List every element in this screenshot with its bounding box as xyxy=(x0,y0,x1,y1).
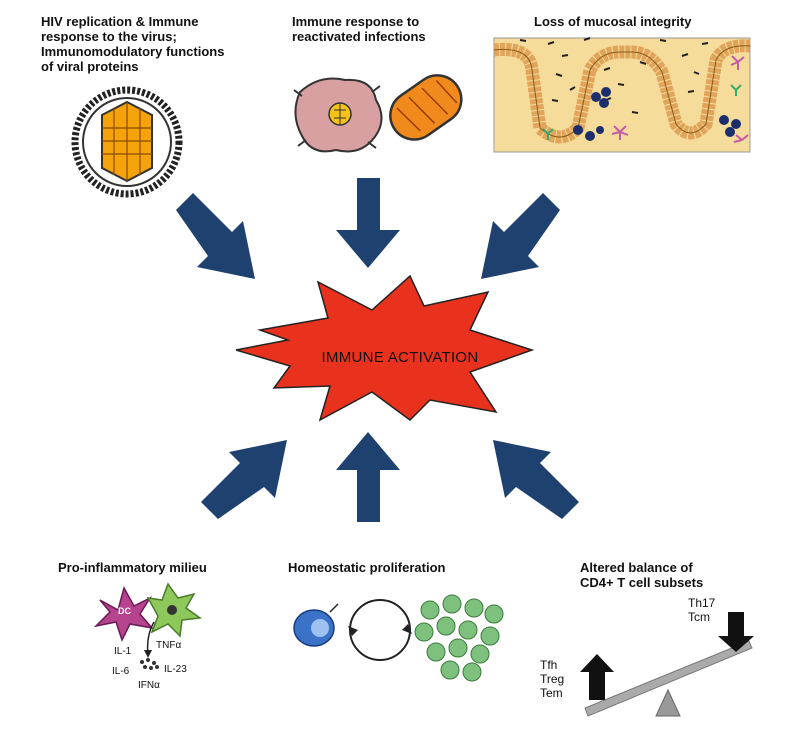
immune-activation-label: IMMUNE ACTIVATION xyxy=(321,349,479,366)
arrow-bottom-right xyxy=(493,440,579,519)
bacterium-icon xyxy=(389,74,463,141)
hiv-label-line2: response to the virus; xyxy=(41,29,177,44)
immune-activation-star xyxy=(235,274,535,422)
arrow-down-icon xyxy=(718,612,754,652)
subset-tem: Tem xyxy=(540,686,563,700)
mucosa-illustration xyxy=(493,37,751,153)
t-cell-icon xyxy=(293,603,339,647)
up-subsets-label: Tfh Treg Tem xyxy=(540,658,564,700)
dendritic-cell-label: DC xyxy=(118,606,131,616)
infected-cell-icon xyxy=(293,77,383,153)
cytokine-tnf: TNFα xyxy=(156,640,182,651)
arrow-bottom-center xyxy=(336,432,400,522)
reactivated-infections-label: Immune response to reactivated infection… xyxy=(292,14,426,44)
subset-th17: Th17 xyxy=(688,596,716,610)
cytokine-il6: IL-6 xyxy=(112,666,130,677)
cytokine-cluster-icon xyxy=(140,658,159,670)
homeostatic-proliferation-label: Homeostatic proliferation xyxy=(288,560,446,575)
hiv-label-line1: HIV replication & Immune xyxy=(41,14,199,29)
balance-label-line2: CD4+ T cell subsets xyxy=(580,575,704,590)
arrow-top-center xyxy=(336,178,400,268)
arrow-top-left-shape xyxy=(176,193,255,279)
subset-treg: Treg xyxy=(540,672,565,686)
mucosal-integrity-label: Loss of mucosal integrity xyxy=(534,14,692,29)
hiv-label: HIV replication & Immune response to the… xyxy=(41,14,224,74)
reactivated-label-line2: reactivated infections xyxy=(292,29,426,44)
arrow-up-icon xyxy=(580,654,614,700)
cytokine-il1: IL-1 xyxy=(114,646,132,657)
macrophage-icon xyxy=(146,582,203,638)
seesaw-icon xyxy=(584,640,753,717)
pro-inflammatory-label: Pro-inflammatory milieu xyxy=(58,560,207,575)
arrow-bottom-left xyxy=(201,440,287,519)
arrow-top-right xyxy=(481,193,560,279)
hiv-label-line4: of viral proteins xyxy=(41,59,139,74)
hiv-label-line3: Immunomodulatory functions xyxy=(41,44,225,59)
subset-tcm: Tcm xyxy=(688,610,710,624)
bottom-arrows xyxy=(201,432,579,522)
cd4-balance-label: Altered balance of CD4+ T cell subsets xyxy=(580,560,703,590)
cytokine-il23: IL-23 xyxy=(164,664,187,675)
proliferated-cells-icon xyxy=(414,594,504,682)
down-subsets-label: Th17 Tcm xyxy=(688,596,715,624)
dendritic-cell-icon xyxy=(93,586,154,642)
cytokine-ifn: IFNα xyxy=(138,680,160,691)
hiv-virion-icon xyxy=(71,86,183,198)
top-arrows xyxy=(176,178,560,279)
balance-label-line1: Altered balance of xyxy=(580,560,693,575)
subset-tfh: Tfh xyxy=(540,658,558,672)
cell-cycle-icon xyxy=(348,599,412,661)
reactivated-label-line1: Immune response to xyxy=(292,14,420,29)
